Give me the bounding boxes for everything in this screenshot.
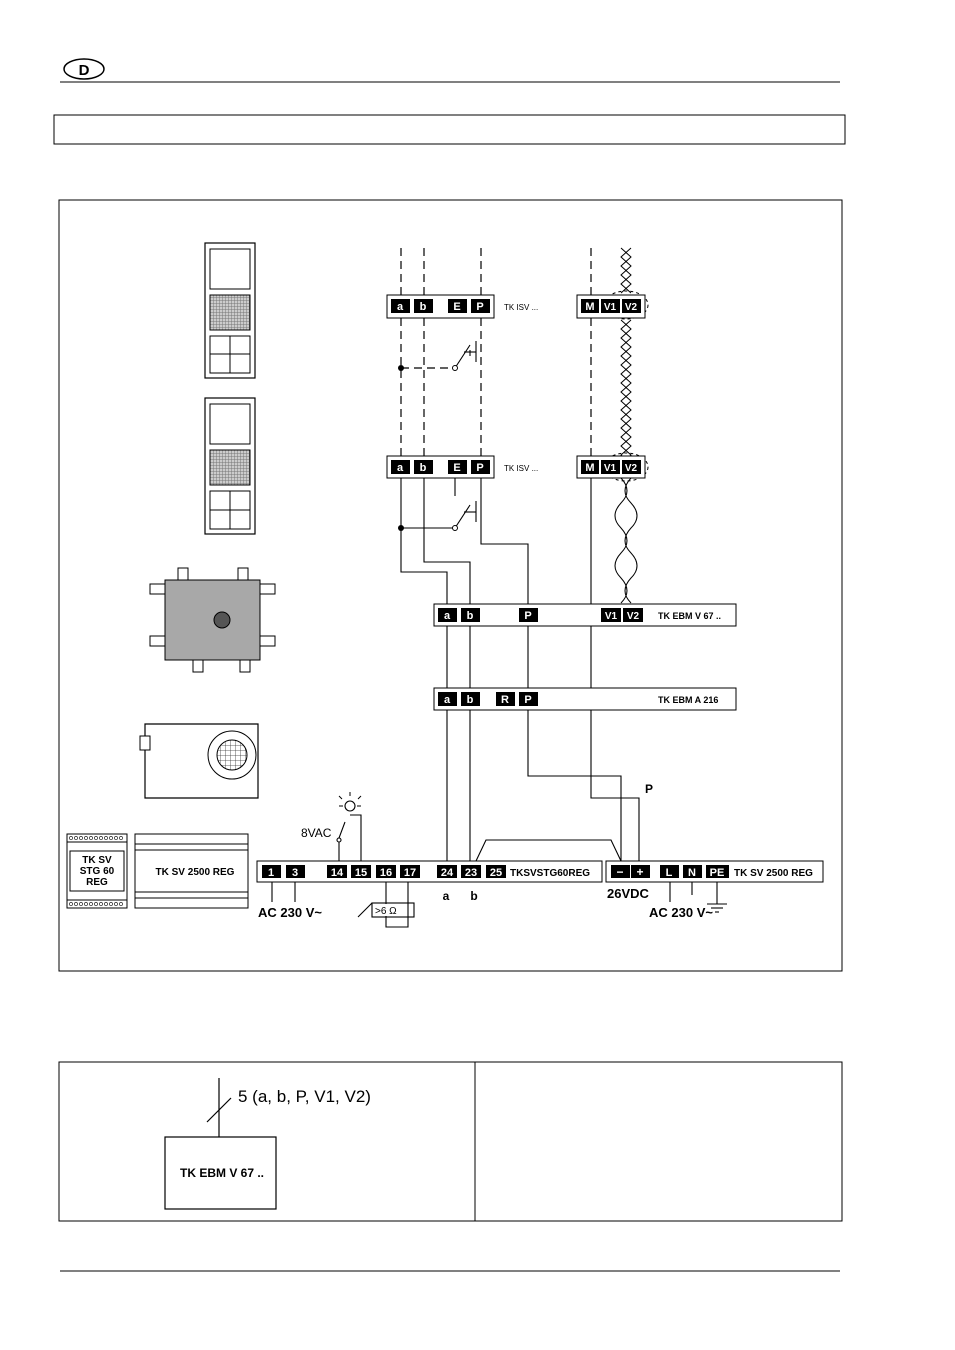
stg-term-15: 15: [355, 867, 367, 879]
psu-ac-label: AC 230 V~: [649, 905, 713, 920]
device-psu-label: TK SV 2500 REG: [156, 867, 235, 878]
stg-term-1: 1: [268, 867, 274, 879]
twisted-pair-video: [603, 247, 649, 604]
ebm-a216-term-b: b: [467, 694, 474, 706]
lang-badge-text: D: [79, 62, 90, 79]
ebm-a216-term-p: P: [524, 694, 531, 706]
stg-label: TKSVSTG60REG: [510, 868, 590, 879]
bottom-table: 5 (a, b, P, V1, V2) TK EBM V 67 ..: [58, 1061, 843, 1222]
device-stg-line2: STG 60: [80, 866, 115, 877]
psu-term-n: N: [688, 867, 696, 879]
junction-top: [398, 365, 404, 371]
video-top-block: M V1 V2: [576, 294, 646, 319]
isv-mid-label: TK ISV ...: [504, 464, 538, 473]
video-top-term-v2: V2: [625, 302, 638, 313]
ebm-v67-term-v2: V2: [627, 611, 640, 622]
title-box: [53, 114, 846, 145]
lang-badge: [63, 58, 105, 80]
isv-mid-term-p: P: [476, 462, 483, 474]
isv-top-label: TK ISV ...: [504, 303, 538, 312]
stg-term-17: 17: [404, 867, 416, 879]
junction-mid: [398, 525, 404, 531]
speaker-module: [139, 723, 259, 799]
wiring-solid: [271, 341, 727, 928]
isv-mid-block: a b E P TK ISV ...: [386, 455, 538, 479]
isv-top-term-b: b: [420, 301, 427, 313]
ebm-a216-term-a: a: [444, 694, 451, 706]
video-top-term-m: M: [585, 301, 594, 313]
stg-term-16: 16: [380, 867, 392, 879]
stg-term-14: 14: [331, 867, 344, 879]
isv-top-term-e: E: [453, 301, 460, 313]
stg-vac-label: 8VAC: [301, 826, 332, 840]
ebm-v67-term-b: b: [467, 610, 474, 622]
device-stg-rail: TK SV STG 60 REG: [66, 833, 128, 909]
video-mid-term-v1: V1: [604, 463, 617, 474]
video-mid-term-v2: V2: [625, 463, 638, 474]
isv-top-term-a: a: [397, 301, 404, 313]
ebm-v67-term-a: a: [444, 610, 451, 622]
isv-top-term-p: P: [476, 301, 483, 313]
psu-terminal-bar: − + L N PE TK SV 2500 REG: [605, 860, 824, 883]
stg-a-label: a: [443, 889, 450, 903]
door-station-top: [204, 242, 256, 379]
psu-term-plus: +: [636, 865, 643, 879]
device-stg-line3: REG: [86, 877, 108, 888]
video-mid-block: M V1 V2: [576, 455, 646, 479]
lamp-icon: [338, 792, 362, 807]
ebm-v67-label: TK EBM V 67 ..: [658, 611, 721, 621]
ebm-v67-term-v1: V1: [605, 611, 618, 622]
video-top-term-v1: V1: [604, 302, 617, 313]
stg-term-24: 24: [441, 867, 454, 879]
isv-mid-term-a: a: [397, 462, 404, 474]
stg-ac-label: AC 230 V~: [258, 905, 322, 920]
door-station-mid: [204, 397, 256, 535]
stg-resistor-label: >6 Ω: [375, 906, 397, 917]
psu-label: TK SV 2500 REG: [734, 868, 813, 879]
psu-term-pe: PE: [710, 867, 725, 879]
bus-dashed-lines: [400, 248, 592, 456]
ebm-v67-box-label: TK EBM V 67 ..: [180, 1166, 264, 1180]
ebm-a216-label: TK EBM A 216: [658, 695, 718, 705]
header: D: [60, 58, 840, 83]
ebm-v67-bar: a b P V1 V2 TK EBM V 67 ..: [433, 603, 737, 627]
stg-term-25: 25: [490, 867, 502, 879]
ebm-a216-bar: a b R P TK EBM A 216: [433, 687, 737, 711]
device-stg-line1: TK SV: [82, 855, 112, 866]
psu-p-label: P: [645, 782, 653, 796]
diagram-frame: [58, 199, 843, 972]
device-psu-rail: TK SV 2500 REG: [134, 833, 249, 909]
ebm-v67-term-p: P: [524, 610, 531, 622]
stg-term-23: 23: [465, 867, 477, 879]
isv-mid-term-b: b: [420, 462, 427, 474]
flush-box-module: [149, 567, 276, 673]
stg-term-3: 3: [292, 867, 298, 879]
stg-b-label: b: [470, 889, 477, 903]
video-mid-term-m: M: [585, 462, 594, 474]
isv-mid-term-e: E: [453, 462, 460, 474]
ebm-v67-box: [164, 1136, 277, 1210]
bus-label: 5 (a, b, P, V1, V2): [238, 1087, 371, 1106]
psu-term-minus: −: [616, 865, 623, 879]
psu-term-l: L: [666, 867, 673, 879]
bus-slash: [206, 1097, 232, 1123]
stg-terminal-bar: 1 3 14 15 16 17 24 23 25 TKSVSTG60REG: [256, 860, 603, 883]
psu-dc-label: 26VDC: [607, 886, 650, 901]
isv-top-block: a b E P TK ISV ...: [386, 294, 538, 319]
ebm-a216-term-r: R: [501, 694, 509, 706]
